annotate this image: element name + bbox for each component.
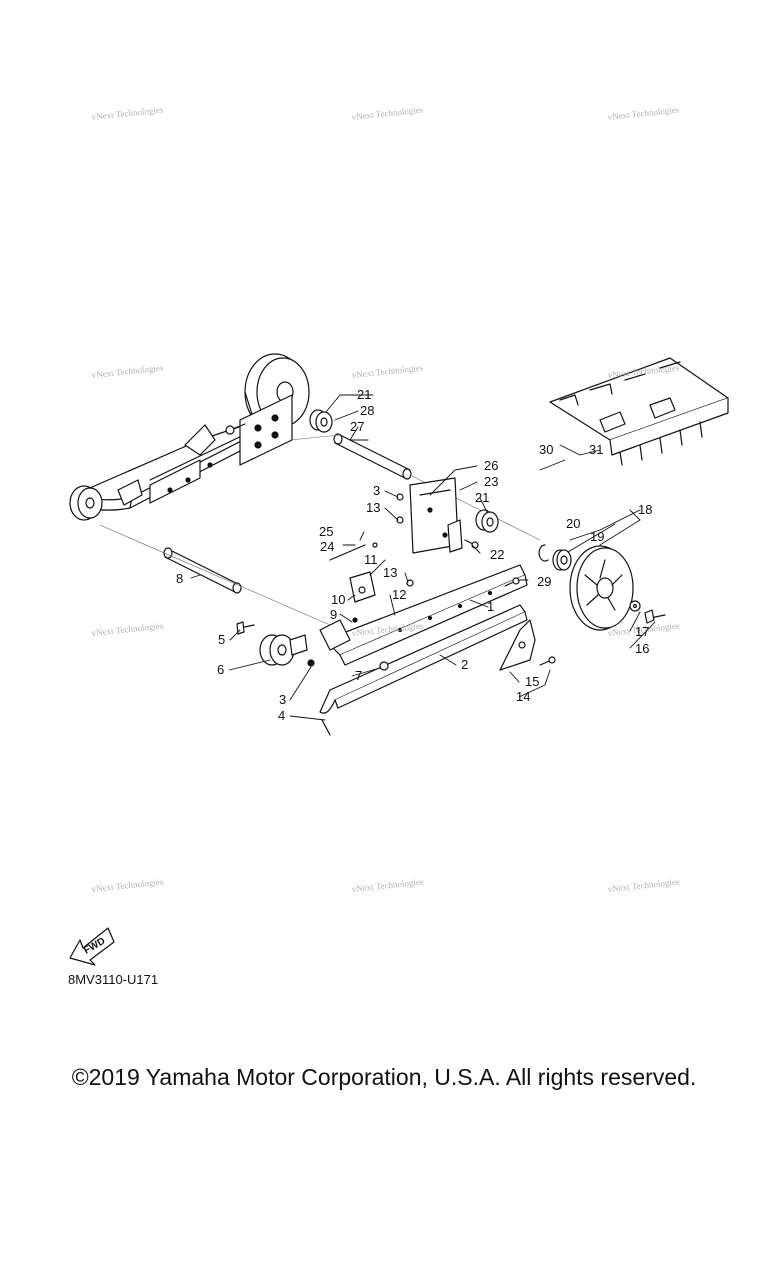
copyright-notice: ©2019 Yamaha Motor Corporation, U.S.A. A…: [71, 1064, 697, 1090]
left-rail-plates: [149, 424, 216, 504]
callout-8: 8: [176, 571, 183, 586]
slide-runner-2: [319, 604, 528, 714]
callout-24: 24: [320, 539, 334, 554]
svg-text:vNext Technologies: vNext Technologies: [607, 104, 680, 122]
callout-29: 29: [537, 574, 551, 589]
callout-16: 16: [635, 641, 649, 656]
callout-3-lower: 3: [279, 692, 286, 707]
bolt-16: [644, 609, 666, 624]
svg-text:vNext Technologies: vNext Technologies: [607, 876, 680, 894]
circlip-20: [538, 544, 549, 562]
front-wheel-left: [69, 479, 143, 521]
diagram-code: 8MV3110-U171: [68, 972, 159, 987]
svg-text:vNext Technologies: vNext Technologies: [351, 362, 424, 380]
callout-12: 12: [392, 587, 406, 602]
fwd-arrow-icon: [69, 927, 115, 966]
watermarks: vNext Technologies vNext Technologies vN…: [91, 104, 680, 894]
callout-22: 22: [490, 547, 504, 562]
callout-14: 14: [516, 689, 530, 704]
bushing-21-middle: [475, 509, 499, 533]
callout-labels: 21 28 27 26 23 21 3 13 30 31 18 20 19 25…: [176, 387, 652, 723]
callout-18: 18: [638, 502, 652, 517]
left-rail-bracket: [225, 394, 293, 466]
svg-text:vNext Technologies: vNext Technologies: [91, 620, 164, 638]
callout-21-middle: 21: [475, 490, 489, 505]
track-30: [549, 357, 729, 466]
bushing-21-top: [309, 409, 333, 433]
callout-26: 26: [484, 458, 498, 473]
bolts: [236, 493, 556, 736]
callout-4: 4: [278, 708, 285, 723]
callout-19: 19: [590, 529, 604, 544]
callout-11: 11: [364, 552, 378, 567]
callout-20: 20: [566, 516, 580, 531]
callout-1: 1: [487, 599, 494, 614]
callout-17: 17: [635, 624, 649, 639]
callout-23: 23: [484, 474, 498, 489]
callout-7: 7: [355, 668, 362, 683]
callout-27: 27: [350, 419, 364, 434]
rear-wheel-18: [569, 545, 634, 631]
svg-text:vNext Technologies: vNext Technologies: [351, 104, 424, 122]
callout-21-top: 21: [357, 387, 371, 402]
shaft-27: [333, 433, 412, 480]
svg-text:vNext Technologies: vNext Technologies: [91, 362, 164, 380]
callout-10: 10: [331, 592, 345, 607]
callout-5: 5: [218, 632, 225, 647]
callout-2: 2: [461, 657, 468, 672]
callout-30: 30: [539, 442, 553, 457]
callout-9: 9: [330, 607, 337, 622]
washer-17: [629, 600, 641, 612]
bracket-26: [409, 477, 463, 554]
callout-15: 15: [525, 674, 539, 689]
callout-25: 25: [319, 524, 333, 539]
front-wheel-6: [259, 634, 308, 666]
svg-text:vNext Technologies: vNext Technologies: [91, 104, 164, 122]
callout-13-top: 13: [366, 500, 380, 515]
callout-13-lower: 13: [383, 565, 397, 580]
svg-text:vNext Technologies: vNext Technologies: [351, 876, 424, 894]
callout-6: 6: [217, 662, 224, 677]
svg-text:vNext Technologies: vNext Technologies: [91, 876, 164, 894]
rear-bracket-15: [499, 619, 536, 671]
callout-28: 28: [360, 403, 374, 418]
bumper-11: [349, 571, 376, 603]
callout-3-top: 3: [373, 483, 380, 498]
bearing-19: [552, 549, 572, 571]
callout-31: 31: [589, 442, 603, 457]
